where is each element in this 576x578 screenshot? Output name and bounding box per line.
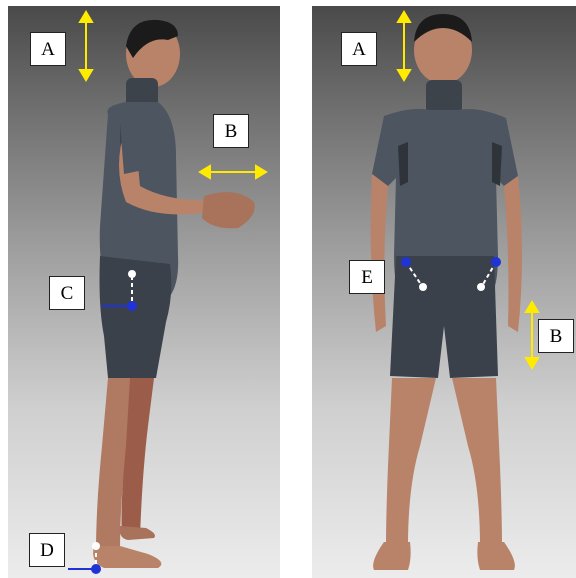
left-foot [373,542,411,570]
label-a: A [30,32,66,66]
front-view-panel: A E B [312,6,576,578]
hip-marker-white-left [419,283,427,291]
shorts [390,256,498,378]
right-arm [504,176,522,332]
hip-marker-blue-left [401,257,411,267]
label-e: E [349,260,385,294]
label-c: C [49,276,85,310]
right-leg [452,378,502,546]
foot-front [120,526,155,540]
sleeve [120,121,146,174]
hand [202,192,255,228]
ankle-marker-blue [91,564,101,574]
hip-marker-blue-right [491,257,501,267]
label-b: B [213,114,249,148]
label-b: B [538,319,574,353]
side-view-panel: A B C D [8,6,280,578]
hip-marker-blue [127,301,137,311]
left-arm [371,174,388,332]
ankle-marker-white [92,542,100,550]
measure-arrow-a [398,12,410,80]
hip-marker-white [128,270,136,278]
label-d: D [29,533,65,567]
right-foot [477,542,515,570]
measure-arrow-b [200,166,266,178]
measure-arrow-b [526,302,538,368]
hip-marker-white-right [477,283,485,291]
left-leg [386,378,436,546]
foot-back [93,546,161,568]
label-a: A [341,32,377,66]
measure-arrow-a [80,12,92,80]
